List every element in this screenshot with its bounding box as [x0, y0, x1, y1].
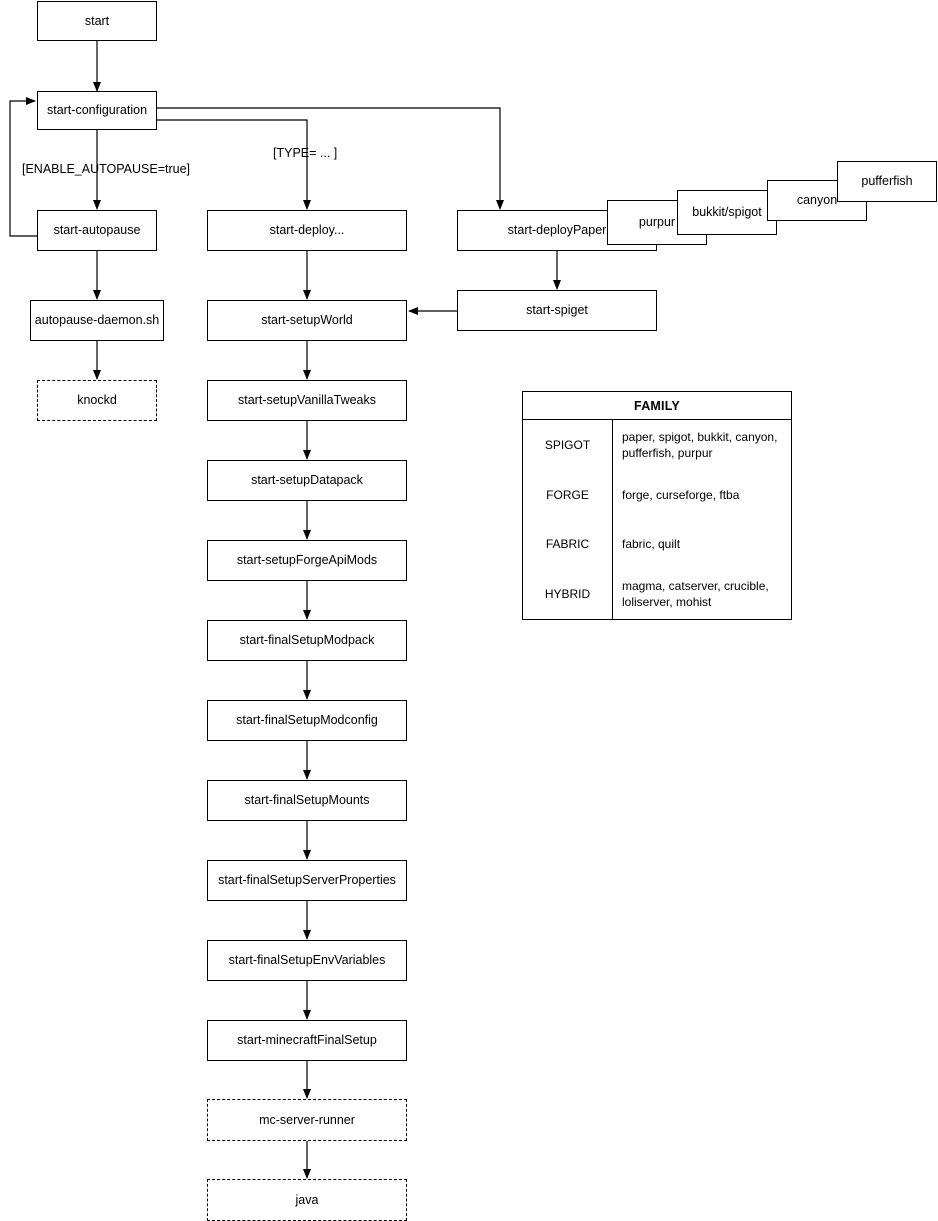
node-start[interactable]: start: [37, 1, 157, 41]
node-label: start-deploy...: [269, 223, 345, 237]
node-start-final-setup-env-variables[interactable]: start-finalSetupEnvVariables: [207, 940, 407, 981]
node-label: start-deployPaper: [507, 223, 607, 237]
node-label: start-setupForgeApiMods: [236, 553, 378, 567]
node-label: autopause-daemon.sh: [34, 313, 160, 327]
node-mc-server-runner[interactable]: mc-server-runner: [207, 1099, 407, 1141]
node-start-deploy[interactable]: start-deploy...: [207, 210, 407, 251]
node-java[interactable]: java: [207, 1179, 407, 1221]
node-label: start-finalSetupModconfig: [236, 713, 378, 727]
node-label: start-setupVanillaTweaks: [237, 393, 377, 407]
node-label: start-configuration: [46, 103, 148, 117]
family-types-fabric: fabric, quilt: [622, 537, 681, 552]
family-types-spigot: paper, spigot, bukkit, canyon, pufferfis…: [622, 429, 778, 460]
node-label: pufferfish: [861, 174, 913, 188]
family-table-column-family: SPIGOT FORGE FABRIC HYBRID: [523, 420, 613, 619]
node-label: purpur: [638, 215, 676, 229]
node-start-setup-world[interactable]: start-setupWorld: [207, 300, 407, 341]
family-cell-fabric: FABRIC: [545, 537, 590, 552]
node-start-final-setup-server-properties[interactable]: start-finalSetupServerProperties: [207, 860, 407, 901]
node-label: start-spiget: [526, 303, 588, 317]
node-label: bukkit/spigot: [692, 205, 762, 219]
node-knockd[interactable]: knockd: [37, 380, 157, 421]
node-start-autopause[interactable]: start-autopause: [37, 210, 157, 251]
node-pufferfish[interactable]: pufferfish: [837, 161, 937, 202]
family-types-hybrid: magma, catserver, crucible, loliserver, …: [622, 578, 769, 610]
node-label: start-finalSetupServerProperties: [218, 873, 396, 887]
node-label: mc-server-runner: [259, 1112, 355, 1127]
node-label: canyon: [796, 193, 838, 207]
family-cell-spigot: SPIGOT: [544, 437, 591, 452]
edge-label-enable-autopause: [ENABLE_AUTOPAUSE=true]: [22, 162, 191, 176]
family-table-body: SPIGOT FORGE FABRIC HYBRID paper, spigot…: [523, 420, 791, 619]
family-table-column-types: paper, spigot, bukkit, canyon, pufferfis…: [613, 420, 791, 619]
node-start-setup-vanilla-tweaks[interactable]: start-setupVanillaTweaks: [207, 380, 407, 421]
node-label: start-finalSetupMounts: [244, 793, 370, 807]
node-start-spiget[interactable]: start-spiget: [457, 290, 657, 331]
node-start-final-setup-mounts[interactable]: start-finalSetupMounts: [207, 780, 407, 821]
node-label: start-finalSetupModpack: [239, 633, 375, 647]
family-cell-forge: FORGE: [546, 487, 589, 502]
node-start-final-setup-modpack[interactable]: start-finalSetupModpack: [207, 620, 407, 661]
node-label: start-setupDatapack: [251, 473, 363, 487]
node-label: start-setupWorld: [261, 313, 353, 327]
node-label: knockd: [77, 393, 117, 407]
node-label: java: [295, 1192, 319, 1207]
family-cell-hybrid: HYBRID: [544, 587, 591, 602]
edge-label-type: [TYPE= ... ]: [273, 146, 338, 160]
node-start-final-setup-modconfig[interactable]: start-finalSetupModconfig: [207, 700, 407, 741]
family-table-header: FAMILY: [523, 392, 791, 420]
node-start-minecraft-final-setup[interactable]: start-minecraftFinalSetup: [207, 1020, 407, 1061]
family-types-forge: forge, curseforge, ftba: [622, 487, 740, 502]
family-table: FAMILY SPIGOT FORGE FABRIC HYBRID paper,…: [522, 391, 792, 620]
node-start-configuration[interactable]: start-configuration: [37, 91, 157, 130]
node-start-setup-datapack[interactable]: start-setupDatapack: [207, 460, 407, 501]
node-bukkit-spigot[interactable]: bukkit/spigot: [677, 190, 777, 235]
node-start-setup-forge-api-mods[interactable]: start-setupForgeApiMods: [207, 540, 407, 581]
node-label: start: [84, 13, 110, 28]
node-label: start-finalSetupEnvVariables: [228, 953, 386, 967]
node-autopause-daemon-sh[interactable]: autopause-daemon.sh: [30, 300, 164, 341]
node-label: start-minecraftFinalSetup: [237, 1033, 377, 1047]
node-label: start-autopause: [53, 223, 141, 237]
